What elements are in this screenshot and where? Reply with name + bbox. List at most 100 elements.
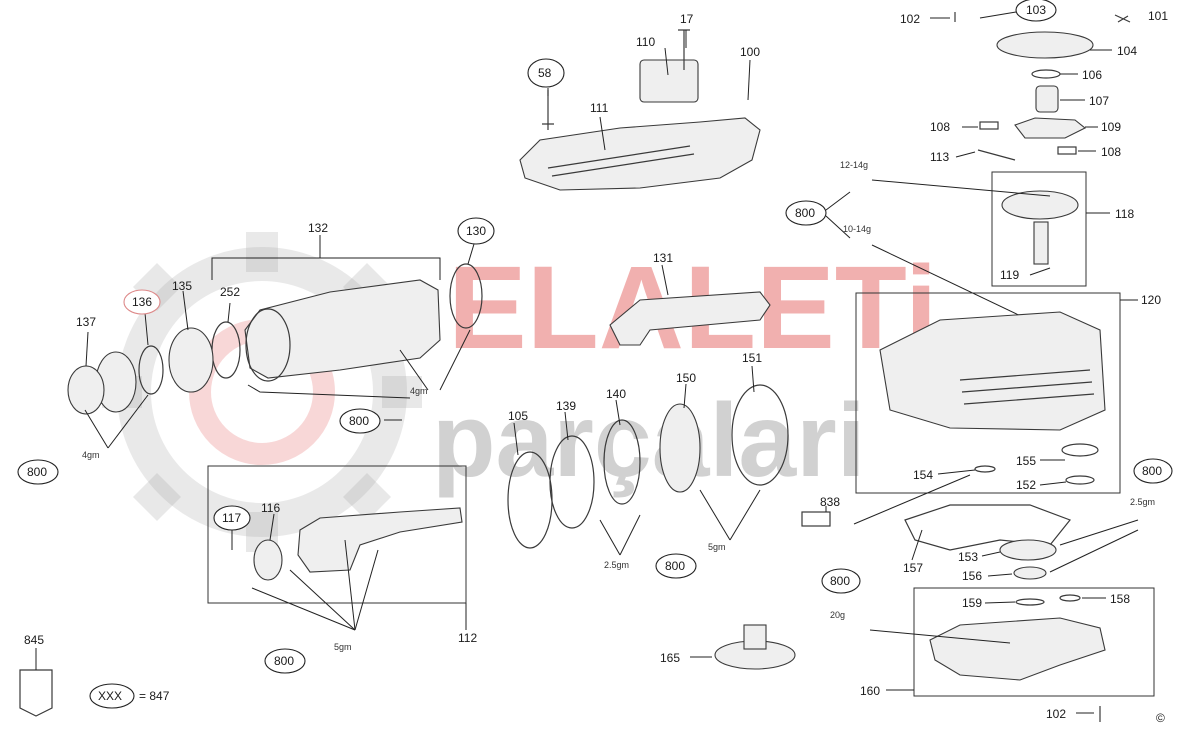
part-156-shape [1013, 566, 1047, 580]
label-104: 104 [1117, 44, 1137, 58]
label-137: 137 [76, 315, 96, 329]
part-group-top-right [930, 11, 1131, 161]
part-armature-112-shape [297, 507, 463, 573]
label-838: 838 [820, 495, 840, 509]
part-housing-120-shape [879, 311, 1106, 431]
part-group-157 [801, 474, 1139, 580]
part-plate-104-shape [996, 31, 1094, 59]
part-ring-139-shape [549, 435, 595, 529]
part-154-shape [974, 465, 996, 473]
copyright-mark: © [1156, 711, 1165, 725]
part-gearcase-160-shape [929, 617, 1106, 681]
part-group-gear-165 [690, 624, 796, 670]
part-151-shape [731, 384, 789, 486]
label-116: 116 [261, 501, 280, 515]
label-120: 120 [1141, 293, 1161, 307]
label-154: 154 [913, 468, 933, 482]
grease-4gm-a: 4gm [410, 386, 428, 396]
label-58: 58 [538, 66, 552, 80]
part-screw-58-shape [542, 90, 554, 130]
grease-4gm-b: 4gm [82, 450, 100, 460]
part-group-gearcase-160 [869, 587, 1155, 722]
part-155-shape [1061, 443, 1099, 457]
label-800a: 800 [349, 414, 369, 428]
part-gear-153-shape [999, 539, 1057, 561]
part-gear-118-shape [1001, 190, 1079, 220]
part-group-845 [19, 648, 53, 717]
callout-103: 103 [1015, 0, 1057, 22]
part-housing-vents [547, 145, 695, 177]
label-17: 17 [680, 12, 694, 26]
part-gear-165-hub [743, 624, 767, 650]
part-131-shape [609, 291, 771, 346]
part-136-shape [138, 345, 164, 395]
label-112: 112 [458, 631, 477, 645]
label-151: 151 [742, 351, 762, 365]
part-group-112 [207, 465, 467, 631]
callout-800-c: 800 [785, 191, 851, 239]
part-group-housing-120 [855, 292, 1138, 494]
part-fan-116-shape [253, 539, 283, 581]
part-845-shape [19, 669, 53, 717]
part-101-shape [1114, 14, 1131, 23]
part-152-shape [1065, 475, 1095, 485]
part-838-shape [801, 511, 831, 527]
label-110: 110 [636, 35, 655, 49]
callout-800-d: 800 [1133, 458, 1173, 484]
label-139: 139 [556, 399, 576, 413]
label-113: 113 [930, 150, 949, 164]
label-131: 131 [653, 251, 673, 265]
part-106-shape [1031, 69, 1061, 79]
part-screw-17-shape [678, 29, 690, 70]
label-109: 109 [1101, 120, 1121, 134]
label-100: 100 [740, 45, 760, 59]
label-158: 158 [1110, 592, 1130, 606]
label-152: 152 [1016, 478, 1036, 492]
legend: XXX = 847 [89, 683, 170, 709]
callout-800-f: 800 [264, 648, 306, 674]
callout-800-a: 800 [339, 408, 381, 434]
callout-800-b: 800 [17, 459, 59, 485]
label-103: 103 [1026, 3, 1046, 17]
part-137-shape [67, 365, 105, 415]
grease-12-14g: 12-14g [840, 160, 868, 170]
label-159: 159 [962, 596, 982, 610]
part-spring-108b-shape [1057, 146, 1077, 155]
part-stator-132-shape [244, 279, 441, 379]
label-130: 130 [466, 224, 486, 238]
label-102b: 102 [1046, 707, 1066, 721]
grease-2-5gm-mid: 2.5gm [604, 560, 629, 570]
grease-10-14g: 10-14g [843, 224, 871, 234]
part-group-gear-118 [871, 171, 1110, 331]
part-spring-108a-shape [979, 121, 999, 130]
label-845: 845 [24, 633, 44, 647]
label-140: 140 [606, 387, 626, 401]
part-housing-120-ribs [959, 369, 1095, 405]
grease-20g: 20g [830, 610, 845, 620]
grease-2-5gm-right: 2.5gm [1130, 497, 1155, 507]
label-118: 118 [1115, 207, 1134, 221]
callout-800-g: 800 [655, 553, 697, 579]
label-119: 119 [1000, 268, 1019, 282]
grease-5gm-a: 5gm [334, 642, 352, 652]
label-111: 111 [590, 101, 609, 115]
label-136: 136 [132, 295, 152, 309]
part-shaft-119-shape [1033, 221, 1049, 265]
label-800b: 800 [27, 465, 47, 479]
part-107-shape [1035, 85, 1059, 113]
part-113-shape [977, 149, 1016, 161]
watermark-line2: parçalari [432, 383, 866, 499]
label-165: 165 [660, 651, 680, 665]
part-109-shape [1014, 117, 1087, 139]
label-135: 135 [172, 279, 192, 293]
label-800g: 800 [665, 559, 685, 573]
part-cover-110-shape [639, 59, 699, 103]
part-group-middle [507, 264, 789, 556]
part-150-shape [659, 403, 701, 493]
label-101: 101 [1148, 9, 1168, 23]
label-108a: 108 [930, 120, 950, 134]
label-108b: 108 [1101, 145, 1121, 159]
callout-58: 58 [527, 58, 565, 88]
legend-equals: = 847 [139, 689, 170, 703]
